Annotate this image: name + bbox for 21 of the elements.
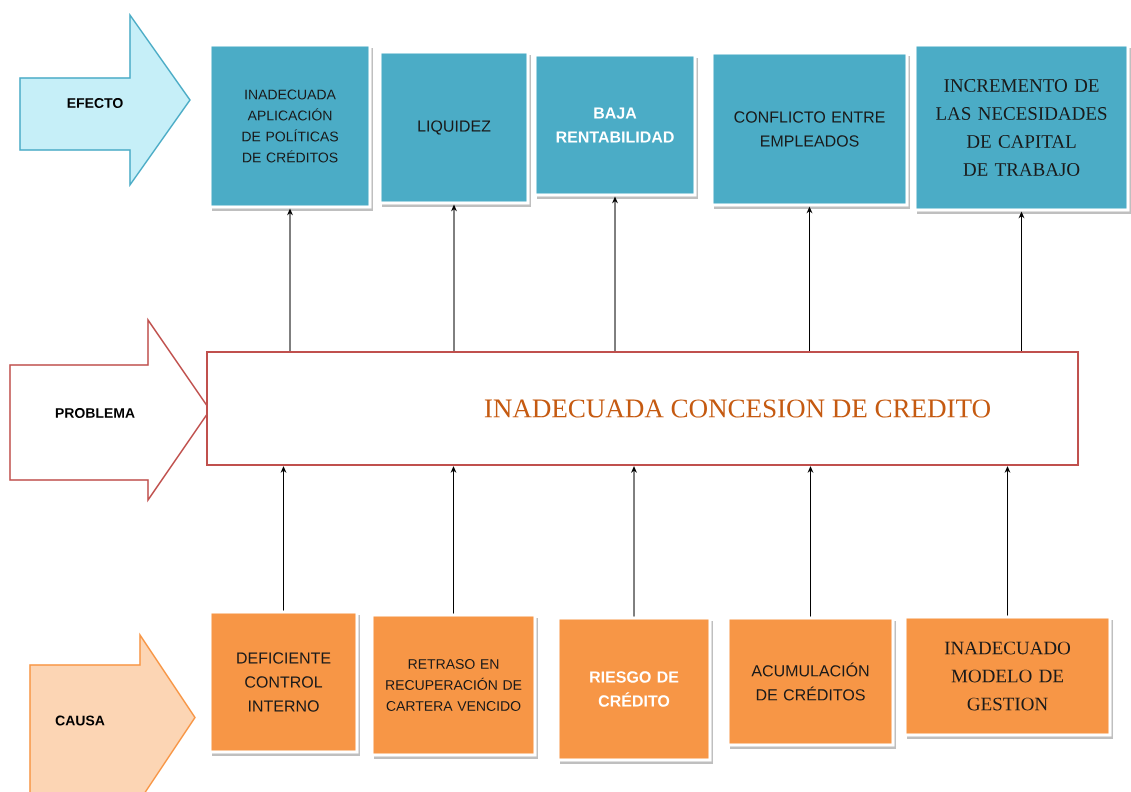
text-box: RETRASO EN RECUPERACIÓN DE CARTERA VENCIDO	[370, 613, 538, 759]
arrow	[1005, 466, 1010, 616]
text-box: RIESGO DE CRÉDITO	[556, 616, 713, 764]
text-box: LIQUIDEZ	[378, 50, 531, 207]
text-box: INADECUADO MODELO DE GESTION	[903, 615, 1113, 739]
arrow	[612, 197, 618, 352]
text-box: INCREMENTO DE LAS NECESIDADES DE CAPITAL DE TRABAJO	[913, 43, 1131, 214]
arrow	[451, 205, 457, 352]
text-box: ACUMULACIÓN DE CRÉDITOS	[726, 616, 896, 749]
arrow	[807, 207, 812, 352]
arrow	[1019, 212, 1024, 352]
arrow	[808, 466, 813, 617]
text-box: BAJA RENTABILIDAD	[533, 53, 698, 199]
arrow	[631, 466, 637, 617]
text-box: INADECUADA APLICACIÓN DE POLÍTICAS DE CRÉDITOS	[208, 43, 373, 211]
arrow	[451, 466, 456, 614]
arrow	[287, 209, 293, 352]
problem-box: INADECUADA CONCESION DE CREDITO	[206, 351, 1079, 466]
text-box: CONFLICTO ENTRE EMPLEADOS	[710, 51, 910, 209]
text-box: DEFICIENTE CONTROL INTERNO	[208, 610, 360, 756]
arrow	[281, 466, 286, 611]
